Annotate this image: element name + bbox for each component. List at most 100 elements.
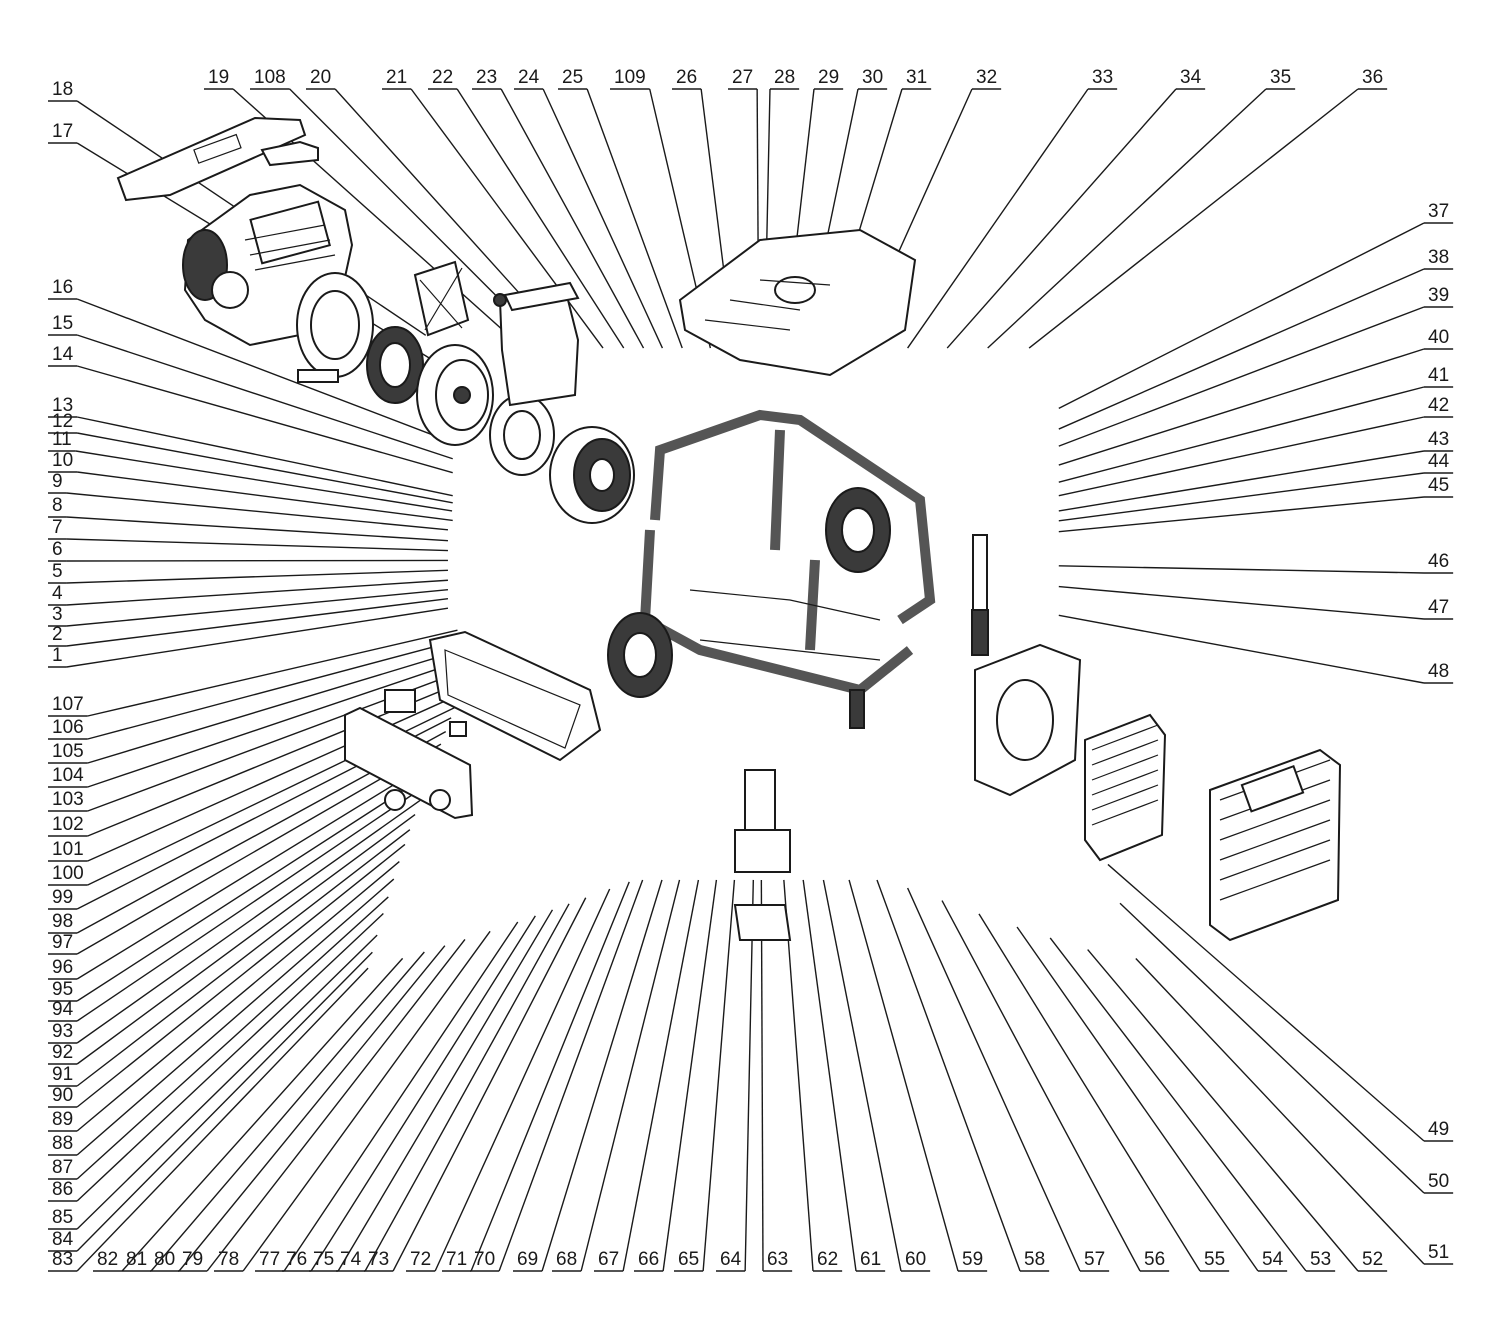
- leader-line: [66, 569, 448, 584]
- leader-line: [702, 879, 736, 1272]
- callout-label: 109: [614, 67, 646, 88]
- leader-line: [66, 492, 449, 531]
- leader-line: [1058, 472, 1425, 522]
- callout-label: 83: [52, 1249, 74, 1270]
- callout-label: 14: [52, 344, 74, 365]
- callout-label: 42: [1428, 395, 1450, 416]
- leader-line: [978, 913, 1201, 1272]
- callout-label: 24: [518, 67, 540, 88]
- handle-icon: [849, 534, 989, 729]
- callout-label: 4: [52, 583, 63, 604]
- leader-line: [848, 879, 959, 1272]
- leader-line: [1049, 937, 1307, 1272]
- callout-label: 32: [976, 67, 998, 88]
- leader-line: [87, 694, 458, 862]
- heat-shield-icon: [1084, 713, 1167, 862]
- callout-label: 68: [556, 1249, 578, 1270]
- leader-line: [1135, 957, 1425, 1265]
- callout-label: 11: [52, 429, 72, 450]
- leader-line: [498, 879, 644, 1272]
- callout-label: 67: [598, 1249, 620, 1270]
- callout-label: 21: [386, 67, 408, 88]
- callout-label: 54: [1262, 1249, 1284, 1270]
- muffler-icon: [493, 281, 580, 407]
- leader-line: [66, 579, 449, 606]
- leader-line: [1058, 565, 1425, 574]
- leader-line: [87, 650, 458, 764]
- leader-line: [66, 538, 448, 552]
- callout-label: 2: [52, 624, 63, 645]
- leader-line: [1058, 450, 1425, 512]
- callout-label: 91: [52, 1064, 74, 1085]
- callout-label: 79: [182, 1249, 204, 1270]
- callout-label: 57: [1084, 1249, 1106, 1270]
- callout-label: 23: [476, 67, 498, 88]
- callout-label: 18: [52, 79, 74, 100]
- leader-line: [283, 921, 519, 1272]
- leader-line: [392, 897, 587, 1272]
- callout-label: 5: [52, 561, 63, 582]
- leader-line: [1058, 496, 1425, 533]
- leader-line: [66, 589, 449, 627]
- callout-label: 3: [52, 604, 63, 625]
- leader-line: [76, 298, 453, 444]
- callout-label: 72: [410, 1249, 432, 1270]
- callout-label: 93: [52, 1021, 74, 1042]
- leader-line: [66, 516, 449, 542]
- leader-line: [66, 598, 449, 647]
- leader-line: [76, 365, 453, 474]
- callout-label: 61: [860, 1249, 882, 1270]
- leader-line: [76, 758, 436, 980]
- callout-label: 86: [52, 1179, 74, 1200]
- stator-icon: [366, 326, 424, 404]
- callout-label: 30: [862, 67, 884, 88]
- callout-label: 48: [1428, 661, 1450, 682]
- leader-line: [76, 934, 378, 1230]
- callout-label: 103: [52, 789, 84, 810]
- rotor-icon: [416, 344, 494, 446]
- leader-line: [206, 939, 466, 1272]
- callout-label: 41: [1428, 365, 1450, 386]
- wheel-icon: [607, 487, 891, 698]
- callout-label: 44: [1428, 451, 1450, 472]
- leader-line: [987, 88, 1267, 349]
- leader-line: [178, 945, 446, 1272]
- callout-label: 97: [52, 932, 74, 953]
- callout-label: 47: [1428, 597, 1450, 618]
- leader-line: [76, 799, 421, 1044]
- leader-line: [337, 909, 554, 1272]
- leader-line: [66, 607, 449, 668]
- engine-icon: [182, 183, 354, 347]
- callout-label: 36: [1362, 67, 1384, 88]
- callout-label: 108: [254, 67, 286, 88]
- callout-label: 58: [1024, 1249, 1046, 1270]
- leader-line: [76, 785, 426, 1022]
- leader-line: [1087, 949, 1359, 1272]
- leader-line: [150, 951, 425, 1272]
- callout-label: 55: [1204, 1249, 1226, 1270]
- callout-label: 49: [1428, 1119, 1450, 1140]
- callout-label: 45: [1428, 475, 1450, 496]
- callout-label: 8: [52, 495, 63, 516]
- callout-label: 88: [52, 1133, 74, 1154]
- callout-label: 34: [1180, 67, 1202, 88]
- leader-line: [783, 879, 814, 1272]
- fan-icon: [549, 426, 635, 524]
- callout-label: 70: [474, 1249, 496, 1270]
- plate-icon: [413, 260, 470, 337]
- callout-label: 85: [52, 1207, 74, 1228]
- leader-line: [242, 930, 491, 1272]
- callout-label: 59: [962, 1249, 984, 1270]
- callout-label: 77: [259, 1249, 281, 1270]
- callout-label: 81: [126, 1249, 148, 1270]
- leader-line: [500, 88, 645, 349]
- end-cover-icon: [489, 394, 555, 476]
- callout-label: 10: [52, 450, 74, 471]
- callout-label: 29: [818, 67, 840, 88]
- callout-label: 107: [52, 694, 84, 715]
- leader-line: [87, 639, 458, 740]
- callout-label: 52: [1362, 1249, 1384, 1270]
- leader-line: [946, 88, 1177, 349]
- leader-line: [364, 903, 570, 1272]
- callout-label: 63: [767, 1249, 789, 1270]
